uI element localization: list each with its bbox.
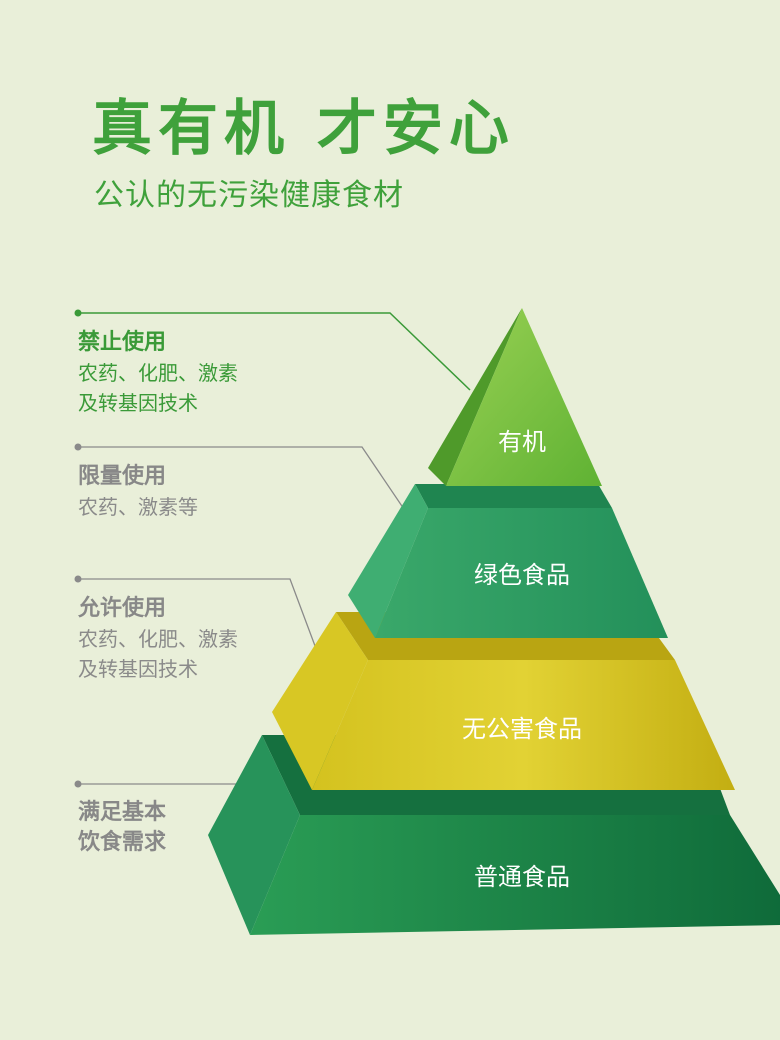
tier-organic: 有机 (428, 308, 602, 486)
note-basic-head: 满足基本 饮食需求 (78, 800, 167, 855)
note-allowed-head: 允许使用 (78, 596, 167, 621)
note-prohibited-head: 禁止使用 (78, 330, 167, 355)
page-subtitle: 公认的无污染健康食材 (94, 178, 404, 213)
tier-pollution-free: 无公害食品 (272, 612, 735, 790)
tier-ordinary-label: 普通食品 (474, 863, 570, 891)
note-basic: 满足基本 饮食需求 (78, 798, 166, 858)
note-prohibited: 禁止使用 农药、化肥、激素 及转基因技术 (78, 328, 238, 418)
tier-green-food-label: 绿色食品 (474, 561, 570, 589)
note-limited-body: 农药、激素等 (78, 495, 198, 519)
leader-line-prohibited (74, 309, 471, 391)
page-title: 真有机 才安心 (92, 94, 515, 164)
leader-line-basic (74, 780, 245, 788)
tier-pollution-free-label: 无公害食品 (462, 715, 582, 743)
leader-line-allowed (74, 575, 331, 687)
note-limited-head: 限量使用 (78, 464, 167, 489)
note-allowed: 允许使用 农药、化肥、激素 及转基因技术 (78, 594, 238, 684)
note-allowed-body: 农药、化肥、激素 及转基因技术 (78, 627, 238, 681)
note-limited: 限量使用 农药、激素等 (78, 462, 198, 522)
tier-green-food: 绿色食品 (348, 484, 668, 638)
tier-organic-label: 有机 (498, 428, 546, 456)
note-prohibited-body: 农药、化肥、激素 及转基因技术 (78, 361, 238, 415)
leader-line-limited (74, 443, 411, 519)
